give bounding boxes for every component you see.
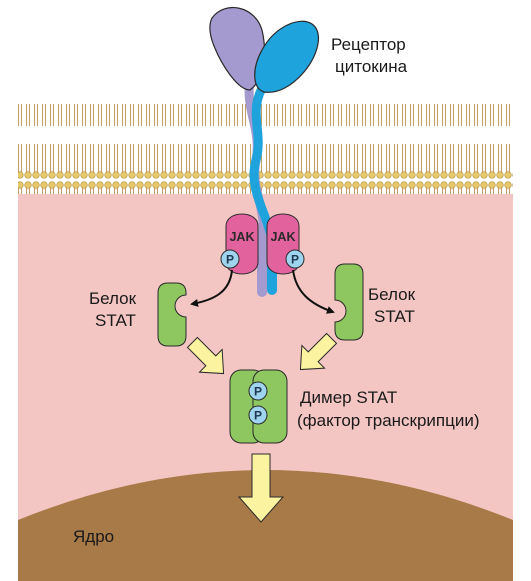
dimerization-arrow-right: [299, 332, 338, 371]
svg-text:P: P: [226, 253, 234, 267]
stat-right-label-line1: Белок: [368, 285, 416, 304]
stat-right-label-line2: STAT: [374, 307, 415, 326]
jak-right-label: JAK: [270, 230, 295, 244]
phosphate-dimer-bottom: P: [248, 405, 268, 425]
dimer-label-line1: Димер STAT: [300, 388, 397, 407]
svg-text:P: P: [291, 253, 299, 267]
stat-left-label-line1: Белок: [89, 289, 137, 308]
phosphorylation-arrow-right: [292, 269, 335, 314]
nucleus: [18, 470, 513, 581]
dimerization-arrow-left: [186, 336, 225, 375]
phosphorylation-arrow-left: [190, 269, 233, 307]
stat-left-label-line2: STAT: [95, 311, 136, 330]
receptor-label-line2: цитокина: [335, 57, 408, 76]
svg-text:P: P: [254, 409, 262, 423]
nuclear-translocation-arrow: [237, 453, 285, 523]
stat-protein-left: [157, 282, 187, 347]
dimer-label-line2: (фактор транскрипции): [297, 411, 480, 430]
jak-left-label: JAK: [229, 230, 254, 244]
receptor-label-line1: Рецептор: [331, 35, 406, 54]
cytokine-receptor: [209, 7, 320, 297]
phosphate-jak-left: P: [220, 249, 240, 269]
stat-protein-right: [334, 263, 364, 341]
phosphate-dimer-top: P: [248, 381, 268, 401]
phosphate-jak-right: P: [285, 249, 305, 269]
nucleus-label: Ядро: [73, 527, 114, 546]
cell-membrane: [18, 104, 513, 194]
svg-text:P: P: [254, 385, 262, 399]
